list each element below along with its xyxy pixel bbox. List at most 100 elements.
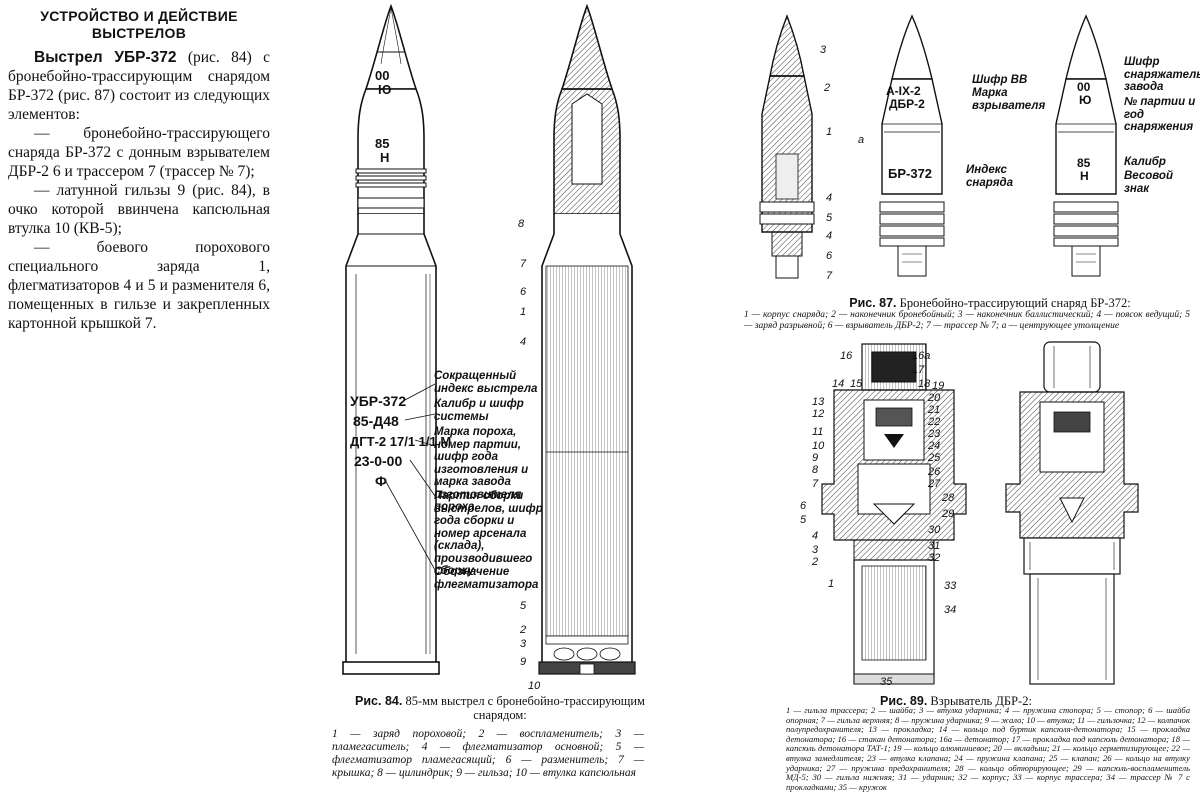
fig89-r-28: 28 [942,492,955,504]
fig87-label-4a: 4 [826,192,833,204]
case-mark-phlegm: Ф [375,473,387,489]
paragraph-intro-rest: (рис. 84) с бронебойно-трассирующим снар… [8,49,270,123]
fig87-mark-explosive: А-IX-2 [886,84,921,98]
fig87-cutaway [759,14,815,279]
shot-index-bold: Выстрел УБР-372 [34,49,177,66]
fig89-fuze-exterior [1005,341,1139,685]
fig87-mark-fuze: ДБР-2 [889,97,925,111]
fig89-r-26: 26 [928,466,941,478]
fig89-l-8: 8 [812,464,819,476]
fig87-note-fuze: Марка взрывателя [972,87,1046,112]
fig89-r-30: 30 [928,524,941,536]
case-mark-batch: 23-0-00 [354,453,403,469]
fig84-cartridge-exterior [342,3,440,675]
fig87-right-note-factory: Шифр снаряжательного завода [1124,56,1200,93]
fig89-caption-text: Взрыватель ДБР-2: [927,694,1032,708]
fig89-r-20: 20 [928,392,941,404]
label-5: 5 [520,600,527,612]
fig89-r-17: 17 [912,364,925,376]
fig87-mid-exterior [879,14,945,277]
fig89-r-21: 21 [928,404,941,416]
fig87-label-2: 2 [824,82,831,94]
fig89-r-16a: 16а [912,350,931,362]
case-mark-caliber: 85-Д48 [353,413,399,429]
fig87-right-note-batch: № партии и год снаряжения [1124,96,1196,133]
fig89-l-5: 5 [800,514,807,526]
fig89-l-11: 11 [812,426,824,438]
fig87-caption-text: Бронебойно-трассирующий снаряд БР-372: [896,296,1131,310]
fig89-r-27: 27 [928,478,941,490]
fig89-r-23: 23 [928,428,941,440]
text-column: УСТРОЙСТВО И ДЕЙСТВИЕ ВЫСТРЕЛОВ Выстрел … [8,8,270,333]
label-10: 10 [528,680,541,692]
fig89-r-18: 18 [918,378,931,390]
fig89-l-13: 13 [812,396,825,408]
fig89-r-19: 19 [932,380,945,392]
proj-mark-weight: Н [380,150,390,165]
note-assembly-batch: Партия сборки выстрелов, шифр года сборк… [434,490,543,577]
fig89-caption: Рис. 89. Взрыватель ДБР-2: [880,694,1060,708]
fig89-r-34: 34 [944,604,957,616]
fig87-mark-index: БР-372 [888,166,933,181]
fig89-r-32: 32 [928,552,941,564]
fig84-caption-label: Рис. 84. [355,694,403,708]
fig84-cartridge-cutaway [538,3,636,675]
fig89-l-9: 9 [812,452,819,464]
fig89-fuze-cutaway [821,343,967,685]
fig89-l-7: 7 [812,478,819,490]
fig84-caption: Рис. 84. 85-мм выстрел с бронебойно-трас… [350,694,650,722]
fig87-right-mark-caliber: 85 [1077,156,1091,170]
label-3: 3 [520,638,527,650]
fig89-l-16: 16 [840,350,853,362]
proj-mark-caliber: 85 [375,136,390,151]
label-2: 2 [520,624,527,636]
fig89-l-10: 10 [812,440,825,452]
proj-mark-factory: Ю [378,82,392,97]
fig87-right-mark-weight: Н [1080,169,1089,183]
fig87-caption: Рис. 87. Бронебойно-трассирующий снаряд … [800,296,1180,310]
case-mark-index: УБР-372 [350,393,407,409]
fig87-right-note-caliber: Калибр [1124,156,1166,168]
paragraph-projectile: — бронебойно-трассирующего снаряда БР-37… [8,125,270,180]
fig89-l-1: 1 [828,578,835,590]
fig87-label-5: 5 [826,212,833,224]
fig87-label-a: а [858,134,865,146]
paragraph-case: — латунной гильзы 9 (рис. 84), в очко ко… [8,182,270,237]
label-9: 9 [520,656,527,668]
fig89-l-3: 3 [812,544,819,556]
fig84-legend: 1 — заряд пороховой; 2 — воспламенитель;… [332,728,644,779]
case-mark-powder: ДГТ-2 17/1 1/1 М [350,434,452,449]
fig87-label-3: 3 [820,44,827,56]
fig89-r-35: 35 [880,676,893,688]
note-phlegmatizer: Обозначение флегматизатора [434,566,539,591]
fig89-l-2: 2 [812,556,819,568]
fig89-r-22: 22 [928,416,941,428]
note-caliber: Калибр и шифр системы [434,398,524,423]
fig89-l-4: 4 [812,530,819,542]
fig87-right-exterior [1053,14,1119,277]
paragraph-intro: Выстрел УБР-372 (рис. 84) с бронебойно-т… [8,48,270,124]
note-short-index: Сокращенный индекс выстрела [434,370,538,395]
fig87-label-1: 1 [826,126,833,138]
fig87-label-4b: 4 [826,230,833,242]
fig87-note-index: Индекс снаряда [966,164,1014,189]
fig87-legend: 1 — корпус снаряда; 2 — наконечник броне… [744,310,1190,331]
fig89-r-24: 24 [928,440,941,452]
section-title: УСТРОЙСТВО И ДЕЙСТВИЕ ВЫСТРЕЛОВ [40,8,238,41]
fig87-note-explosive: Шифр ВВ [972,74,1028,86]
fig89-r-25: 25 [928,452,941,464]
label-8: 8 [518,218,525,230]
proj-mark-top: 00 [375,68,390,83]
paragraph-charge: — боевого порохового специального заряда… [8,239,270,332]
fig89-legend: 1 — гильза трассера; 2 — шайба; 3 — втул… [786,705,1190,792]
fig89-l-15: 15 [850,378,863,390]
fig87-right-note-weight: Весовой знак [1124,170,1173,195]
note-powder-mark: Марка пороха, номер партии, шифр года из… [434,426,529,513]
fig87-label-6: 6 [826,250,833,262]
fig87-caption-label: Рис. 87. [849,296,897,310]
fig87-right-mark-factory: 00 [1077,80,1091,94]
fig87-label-7: 7 [826,270,833,282]
fig89-r-33: 33 [944,580,957,592]
fig89-l-6: 6 [800,500,807,512]
fig87-right-mark-batch: Ю [1079,93,1092,107]
